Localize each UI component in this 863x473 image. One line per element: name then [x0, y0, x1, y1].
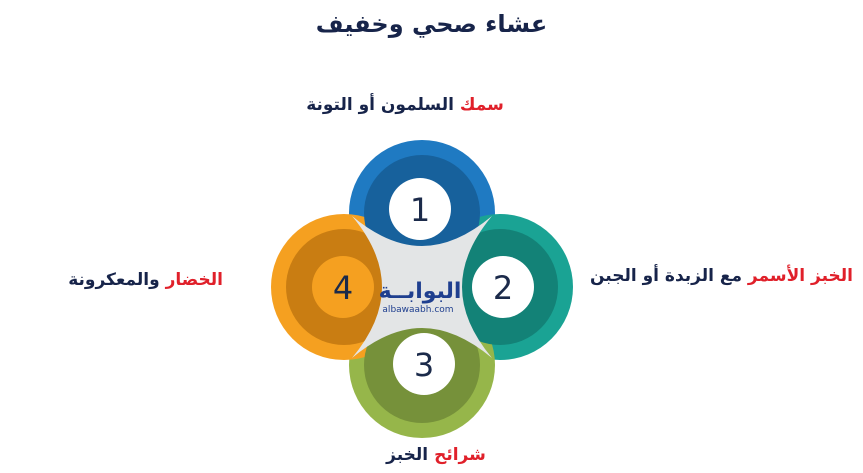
item-1-highlight: سمك — [459, 95, 504, 115]
number-2: 2 — [493, 269, 513, 307]
item-2-label: الخبز الأسمر مع الزبدة أو الجبن — [590, 266, 853, 286]
number-3: 3 — [414, 346, 434, 384]
item-3-label: شرائح الخبز — [383, 445, 489, 465]
albawaba-logo: البوابــة albawaabh.com — [379, 279, 462, 315]
item-2-rest: مع الزبدة أو الجبن — [589, 266, 748, 286]
number-1-disc — [389, 178, 451, 240]
number-3-disc — [393, 333, 455, 395]
page-title: عشاء صحي وخفيف — [315, 10, 548, 38]
item-1-rest: السلمون أو التونة — [306, 95, 460, 115]
logo-arabic-text: البوابــة — [379, 279, 462, 304]
number-4-disc — [312, 256, 374, 318]
number-1: 1 — [410, 191, 430, 229]
item-2-highlight: الخبز الأسمر — [747, 266, 853, 286]
item-1-label: سمك السلمون أو التونة — [297, 95, 513, 115]
item-3-highlight: شرائح — [434, 445, 486, 465]
logo-latin-text: albawaabh.com — [382, 305, 453, 315]
center-shape — [352, 216, 492, 358]
number-4: 4 — [333, 269, 353, 307]
item-4-highlight: الخضار — [165, 270, 223, 290]
number-2-disc — [472, 256, 534, 318]
item-4-label: الخضار والمعكرونة — [57, 270, 223, 290]
item-4-rest: والمعكرونة — [68, 270, 166, 290]
item-3-rest: الخبز — [386, 445, 435, 465]
